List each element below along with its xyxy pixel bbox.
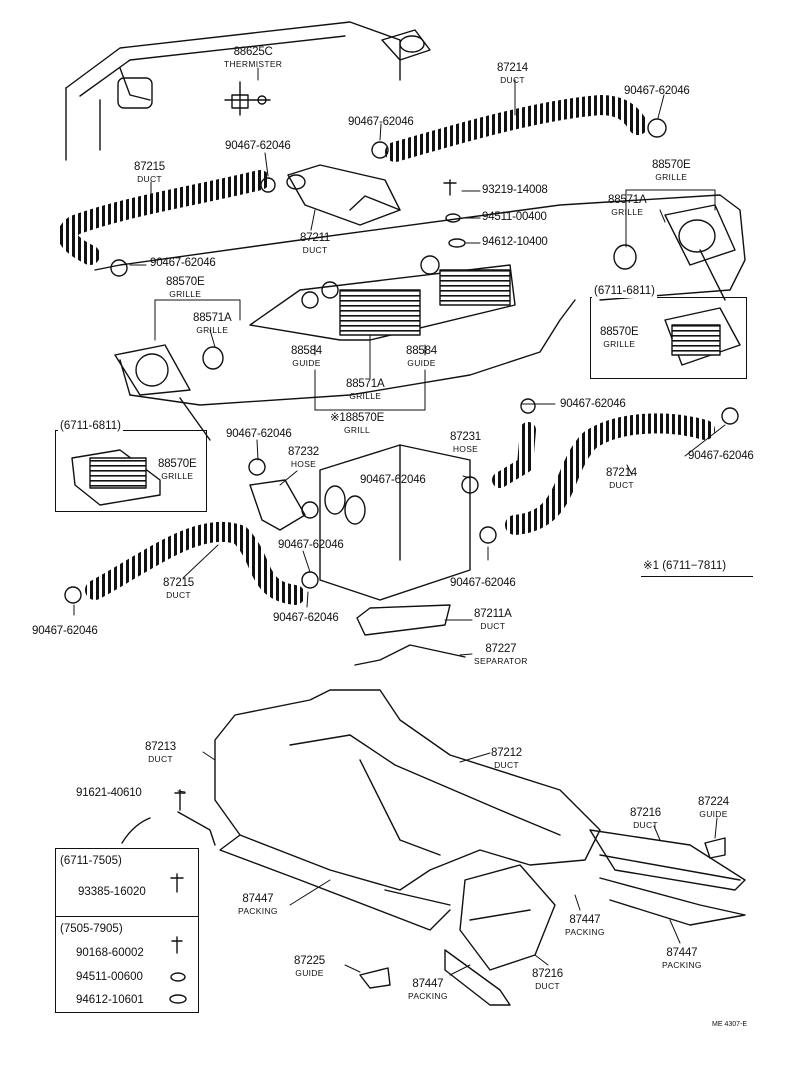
inset-right-part: 88570E [600, 326, 639, 338]
left-grille-part [114, 344, 224, 396]
bolt-range-2: (7505-7905) [60, 923, 123, 935]
label-90467-l: 90467-62046 [273, 612, 339, 624]
label-93219: 93219-14008 [482, 184, 548, 196]
label-88584-right: 88584 GUIDE [406, 345, 437, 368]
inset-left-part: 88570E [158, 458, 197, 470]
bolt-part-1: 93385-16020 [78, 886, 146, 898]
label-90467-a: 90467-62046 [624, 85, 690, 97]
bolt-box-divider [55, 916, 199, 917]
label-87447-left: 87447 PACKING [238, 893, 278, 916]
label-88570e-center: ※188570E GRILL [330, 412, 385, 435]
label-87224: 87224 GUIDE [698, 796, 729, 819]
label-87447-center: 87447 PACKING [565, 914, 605, 937]
bolt-part-3: 94511-00600 [76, 971, 143, 983]
center-grille-part [249, 255, 516, 341]
label-90467-d: 90467-62046 [150, 257, 216, 269]
label-88625c: 88625C THERMISTER [224, 46, 283, 69]
floor-duct-part [214, 689, 601, 931]
bolt-range-1: (6711-7505) [60, 855, 122, 867]
label-87216-bottom: 87216 DUCT [532, 968, 563, 991]
label-90467-b: 90467-62046 [348, 116, 414, 128]
inset-left-frame [55, 430, 207, 512]
label-87215-top: 87215 DUCT [134, 161, 165, 184]
label-94612: 94612-10400 [482, 236, 548, 248]
heater-unit-part [249, 444, 471, 601]
thermister-part [224, 81, 271, 116]
label-87447-bottom: 87447 PACKING [408, 978, 448, 1001]
label-90467-i: 90467-62046 [278, 539, 344, 551]
inset-left-grille [71, 449, 161, 506]
inset-right-range: (6711-6811) [592, 285, 657, 298]
inset-right-name: GRILLE [603, 338, 636, 349]
label-88570e-right: 88570E GRILLE [652, 159, 691, 182]
label-88584-left: 88584 GUIDE [291, 345, 322, 368]
bolt-part-4: 94612-10601 [76, 994, 144, 1006]
label-88571a-right: 88571A GRILLE [608, 194, 647, 217]
label-87227: 87227 SEPARATOR [474, 643, 528, 666]
label-87213: 87213 DUCT [145, 741, 176, 764]
label-90467-c: 90467-62046 [225, 140, 291, 152]
label-87216-right: 87216 DUCT [630, 807, 661, 830]
label-87232: 87232 HOSE [288, 446, 319, 469]
label-94511: 94511-00400 [482, 211, 547, 223]
label-90467-k: 90467-62046 [32, 625, 98, 637]
label-87225: 87225 GUIDE [294, 955, 325, 978]
duct-87216-lower [459, 864, 556, 971]
label-88570e-left: 88570E GRILLE [166, 276, 205, 299]
label-87447-right: 87447 PACKING [662, 947, 702, 970]
leader-lines [73, 67, 726, 976]
label-90467-h: 90467-62046 [688, 450, 754, 462]
inset-right-frame [590, 297, 747, 379]
bolt-box [55, 848, 199, 1013]
dashboard-outline [94, 194, 746, 406]
label-87214-mid: 87214 DUCT [606, 467, 637, 490]
label-91621: 91621-40610 [76, 787, 142, 799]
radiator-outline [65, 21, 431, 161]
label-90467-g: 90467-62046 [360, 474, 426, 486]
label-90467-j: 90467-62046 [450, 577, 516, 589]
label-87211a: 87211A DUCT [474, 608, 512, 631]
footer-code: ME 4307-E [712, 1021, 748, 1028]
bolt-part-2: 90168-60002 [76, 947, 144, 959]
inset-left-name: GRILLE [161, 470, 194, 481]
label-90467-f: 90467-62046 [226, 428, 292, 440]
label-88571a-left: 88571A GRILLE [193, 312, 232, 335]
model-range-note: ※1 (6711−7811) [643, 560, 727, 572]
inset-right-grille [664, 307, 741, 366]
label-87215-mid: 87215 DUCT [163, 577, 194, 600]
label-87211: 87211 DUCT [300, 232, 331, 255]
label-87214-top: 87214 DUCT [497, 62, 528, 85]
inset-left-label: 88570E GRILLE [158, 458, 197, 481]
duct-87216-right [589, 829, 746, 926]
note-underline [641, 576, 753, 577]
label-87231: 87231 HOSE [450, 431, 481, 454]
inset-left-range: (6711-6811) [58, 420, 123, 433]
duct-87211-part [286, 164, 401, 226]
label-87212: 87212 DUCT [491, 747, 522, 770]
label-88571a-center: 88571A GRILLE [346, 378, 385, 401]
inset-right-label: 88570E GRILLE [600, 326, 639, 349]
right-grille-part [613, 204, 736, 270]
label-90467-e: 90467-62046 [560, 398, 626, 410]
